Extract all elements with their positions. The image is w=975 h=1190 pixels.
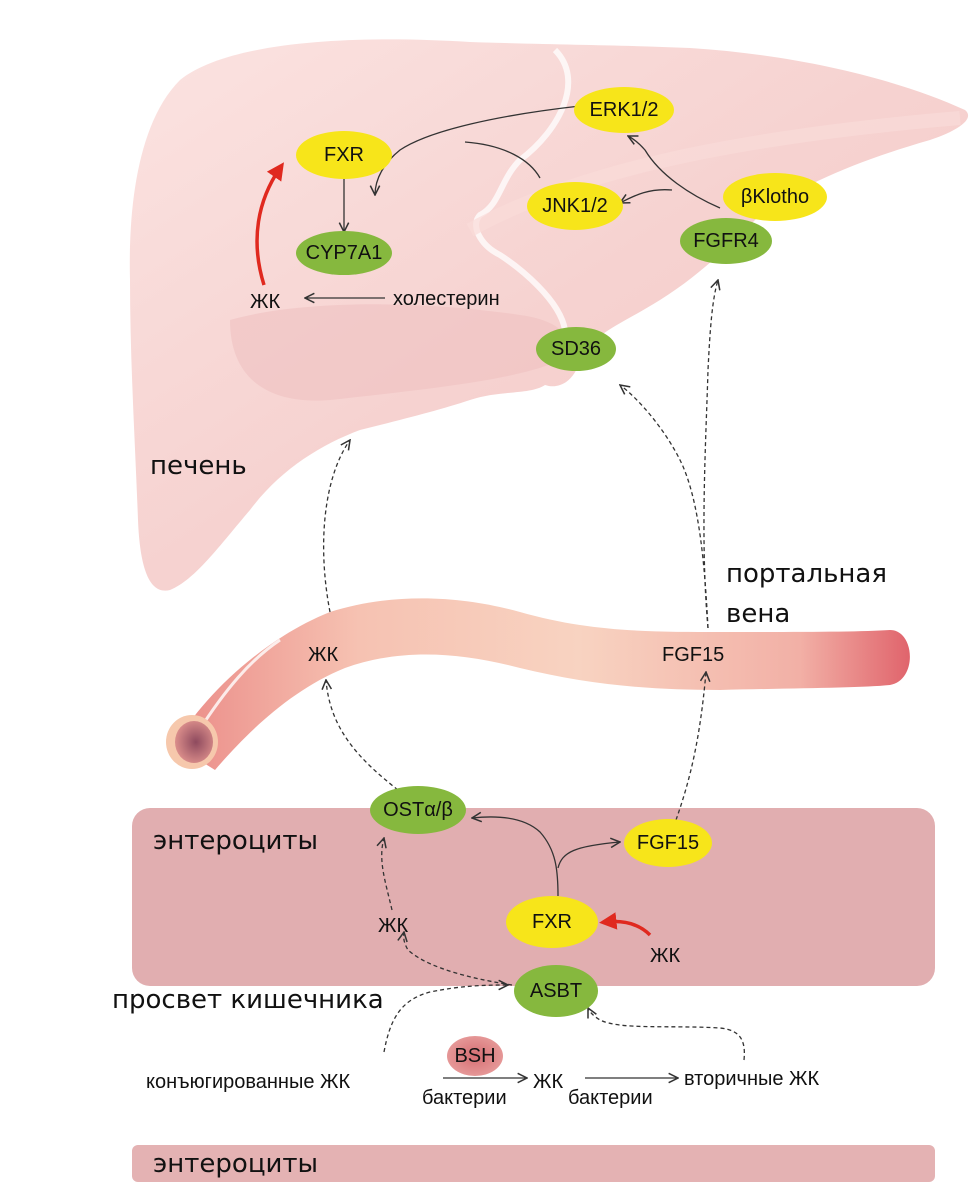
node-erk-shape (574, 87, 674, 133)
node-sd36-label: SD36 (551, 338, 601, 360)
arrow-bile-acid-to-fxr (255, 162, 284, 286)
portal-vein-illustration (166, 598, 910, 770)
node-jnk[interactable]: JNK1/2 (527, 182, 623, 230)
node-cyp7a1-shape (296, 231, 392, 275)
portal-vein-opening (175, 721, 213, 763)
node-sd36-shape (536, 327, 616, 371)
node-fgfr4-shape (680, 218, 772, 264)
label-liver-bile-acid: ЖК (250, 291, 280, 313)
node-bsh[interactable]: BSH (447, 1036, 503, 1076)
region-label-portal-vein-line1: портальная (726, 559, 887, 589)
arrow-fgfr4-to-erk (628, 136, 721, 209)
node-ost-label: OSTα/β (383, 799, 453, 821)
label-bacteria-1: бактерии (422, 1087, 507, 1109)
node-bklotho[interactable]: βKlotho (723, 173, 827, 221)
region-label-portal-vein-line2: вена (726, 599, 790, 629)
arrow-jnk-merge (464, 141, 541, 179)
liver-illustration (129, 39, 969, 591)
region-label-enterocytes-bottom: энтероциты (153, 1149, 318, 1179)
node-fgf15-intestine-shape (624, 819, 712, 867)
node-asbt-label: ASBT (530, 980, 582, 1002)
node-bsh-label: BSH (454, 1045, 495, 1067)
arrow-asbt-to-bile-acid (404, 932, 513, 986)
arrow-fxr-to-fgf15 (557, 842, 620, 869)
label-vein-bile-acid: ЖК (308, 644, 338, 666)
label-secondary-bile-acids: вторичные ЖК (684, 1068, 820, 1090)
label-cholesterol: холестерин (393, 288, 500, 310)
node-fgf15-intestine-label: FGF15 (637, 832, 699, 854)
node-asbt[interactable]: ASBT (514, 965, 598, 1017)
arrow-fgfr4-to-jnk (620, 189, 673, 203)
node-cyp7a1-label: CYP7A1 (306, 242, 383, 264)
node-fxr-intestine-label: FXR (532, 911, 572, 933)
node-erk-label: ERK1/2 (590, 99, 659, 121)
label-lumen-bile-acid: ЖК (533, 1071, 563, 1093)
node-fxr-liver[interactable]: FXR (296, 131, 392, 179)
node-fgfr4[interactable]: FGFR4 (680, 218, 772, 264)
region-label-enterocytes-top: энтероциты (153, 826, 318, 856)
arrow-vein-fgf15-to-sd36 (620, 385, 709, 629)
arrow-ost-to-vein-bile-acid (326, 680, 399, 791)
label-activator-bile-acid: ЖК (650, 945, 680, 967)
region-label-lumen: просвет кишечника (112, 985, 384, 1015)
arrow-conjugated-to-asbt (383, 985, 508, 1053)
node-jnk-shape (527, 182, 623, 230)
node-fgf15-intestine[interactable]: FGF15 (624, 819, 712, 867)
liver-right-lobe-edge (466, 111, 961, 237)
region-label-liver: печень (150, 451, 247, 481)
node-bklotho-shape (723, 173, 827, 221)
label-conjugated-bile-acids: конъюгированные ЖК (146, 1071, 350, 1093)
arrow-vein-fgf15-to-fgfr4 (703, 280, 718, 629)
enterocyte-band-bottom (132, 1145, 935, 1182)
node-bklotho-label: βKlotho (741, 186, 809, 208)
label-vein-fgf15: FGF15 (662, 644, 724, 666)
liver-fissure (473, 47, 572, 331)
arrow-fgf15-to-vein (675, 672, 706, 821)
arrow-fxr-to-ost (472, 817, 559, 897)
arrow-erk-to-cyp7a1 (375, 105, 581, 195)
arrow-bile-acid-to-intestinal-fxr (599, 912, 652, 937)
node-erk[interactable]: ERK1/2 (574, 87, 674, 133)
node-fxr-liver-shape (296, 131, 392, 179)
node-asbt-shape (514, 965, 598, 1017)
node-bsh-shape (447, 1036, 503, 1076)
node-ost-shape (370, 786, 466, 834)
node-fxr-liver-label: FXR (324, 144, 364, 166)
node-fgfr4-label: FGFR4 (693, 230, 759, 252)
liver-lobe-shading (230, 304, 568, 401)
label-bacteria-2: бактерии (568, 1087, 653, 1109)
node-sd36[interactable]: SD36 (536, 327, 616, 371)
arrow-secondary-to-asbt (588, 1008, 746, 1061)
portal-vein-body (175, 598, 910, 770)
arrow-bile-acid-to-ost (382, 838, 393, 911)
node-fxr-intestine-shape (506, 896, 598, 948)
node-ost[interactable]: OSTα/β (370, 786, 466, 834)
portal-vein-highlight (196, 638, 281, 733)
node-fxr-intestine[interactable]: FXR (506, 896, 598, 948)
node-cyp7a1[interactable]: CYP7A1 (296, 231, 392, 275)
arrow-vein-bile-acid-to-liver (322, 440, 350, 613)
enterocyte-band-top (132, 808, 935, 986)
node-jnk-label: JNK1/2 (542, 195, 608, 217)
label-transport-bile-acid: ЖК (378, 915, 408, 937)
